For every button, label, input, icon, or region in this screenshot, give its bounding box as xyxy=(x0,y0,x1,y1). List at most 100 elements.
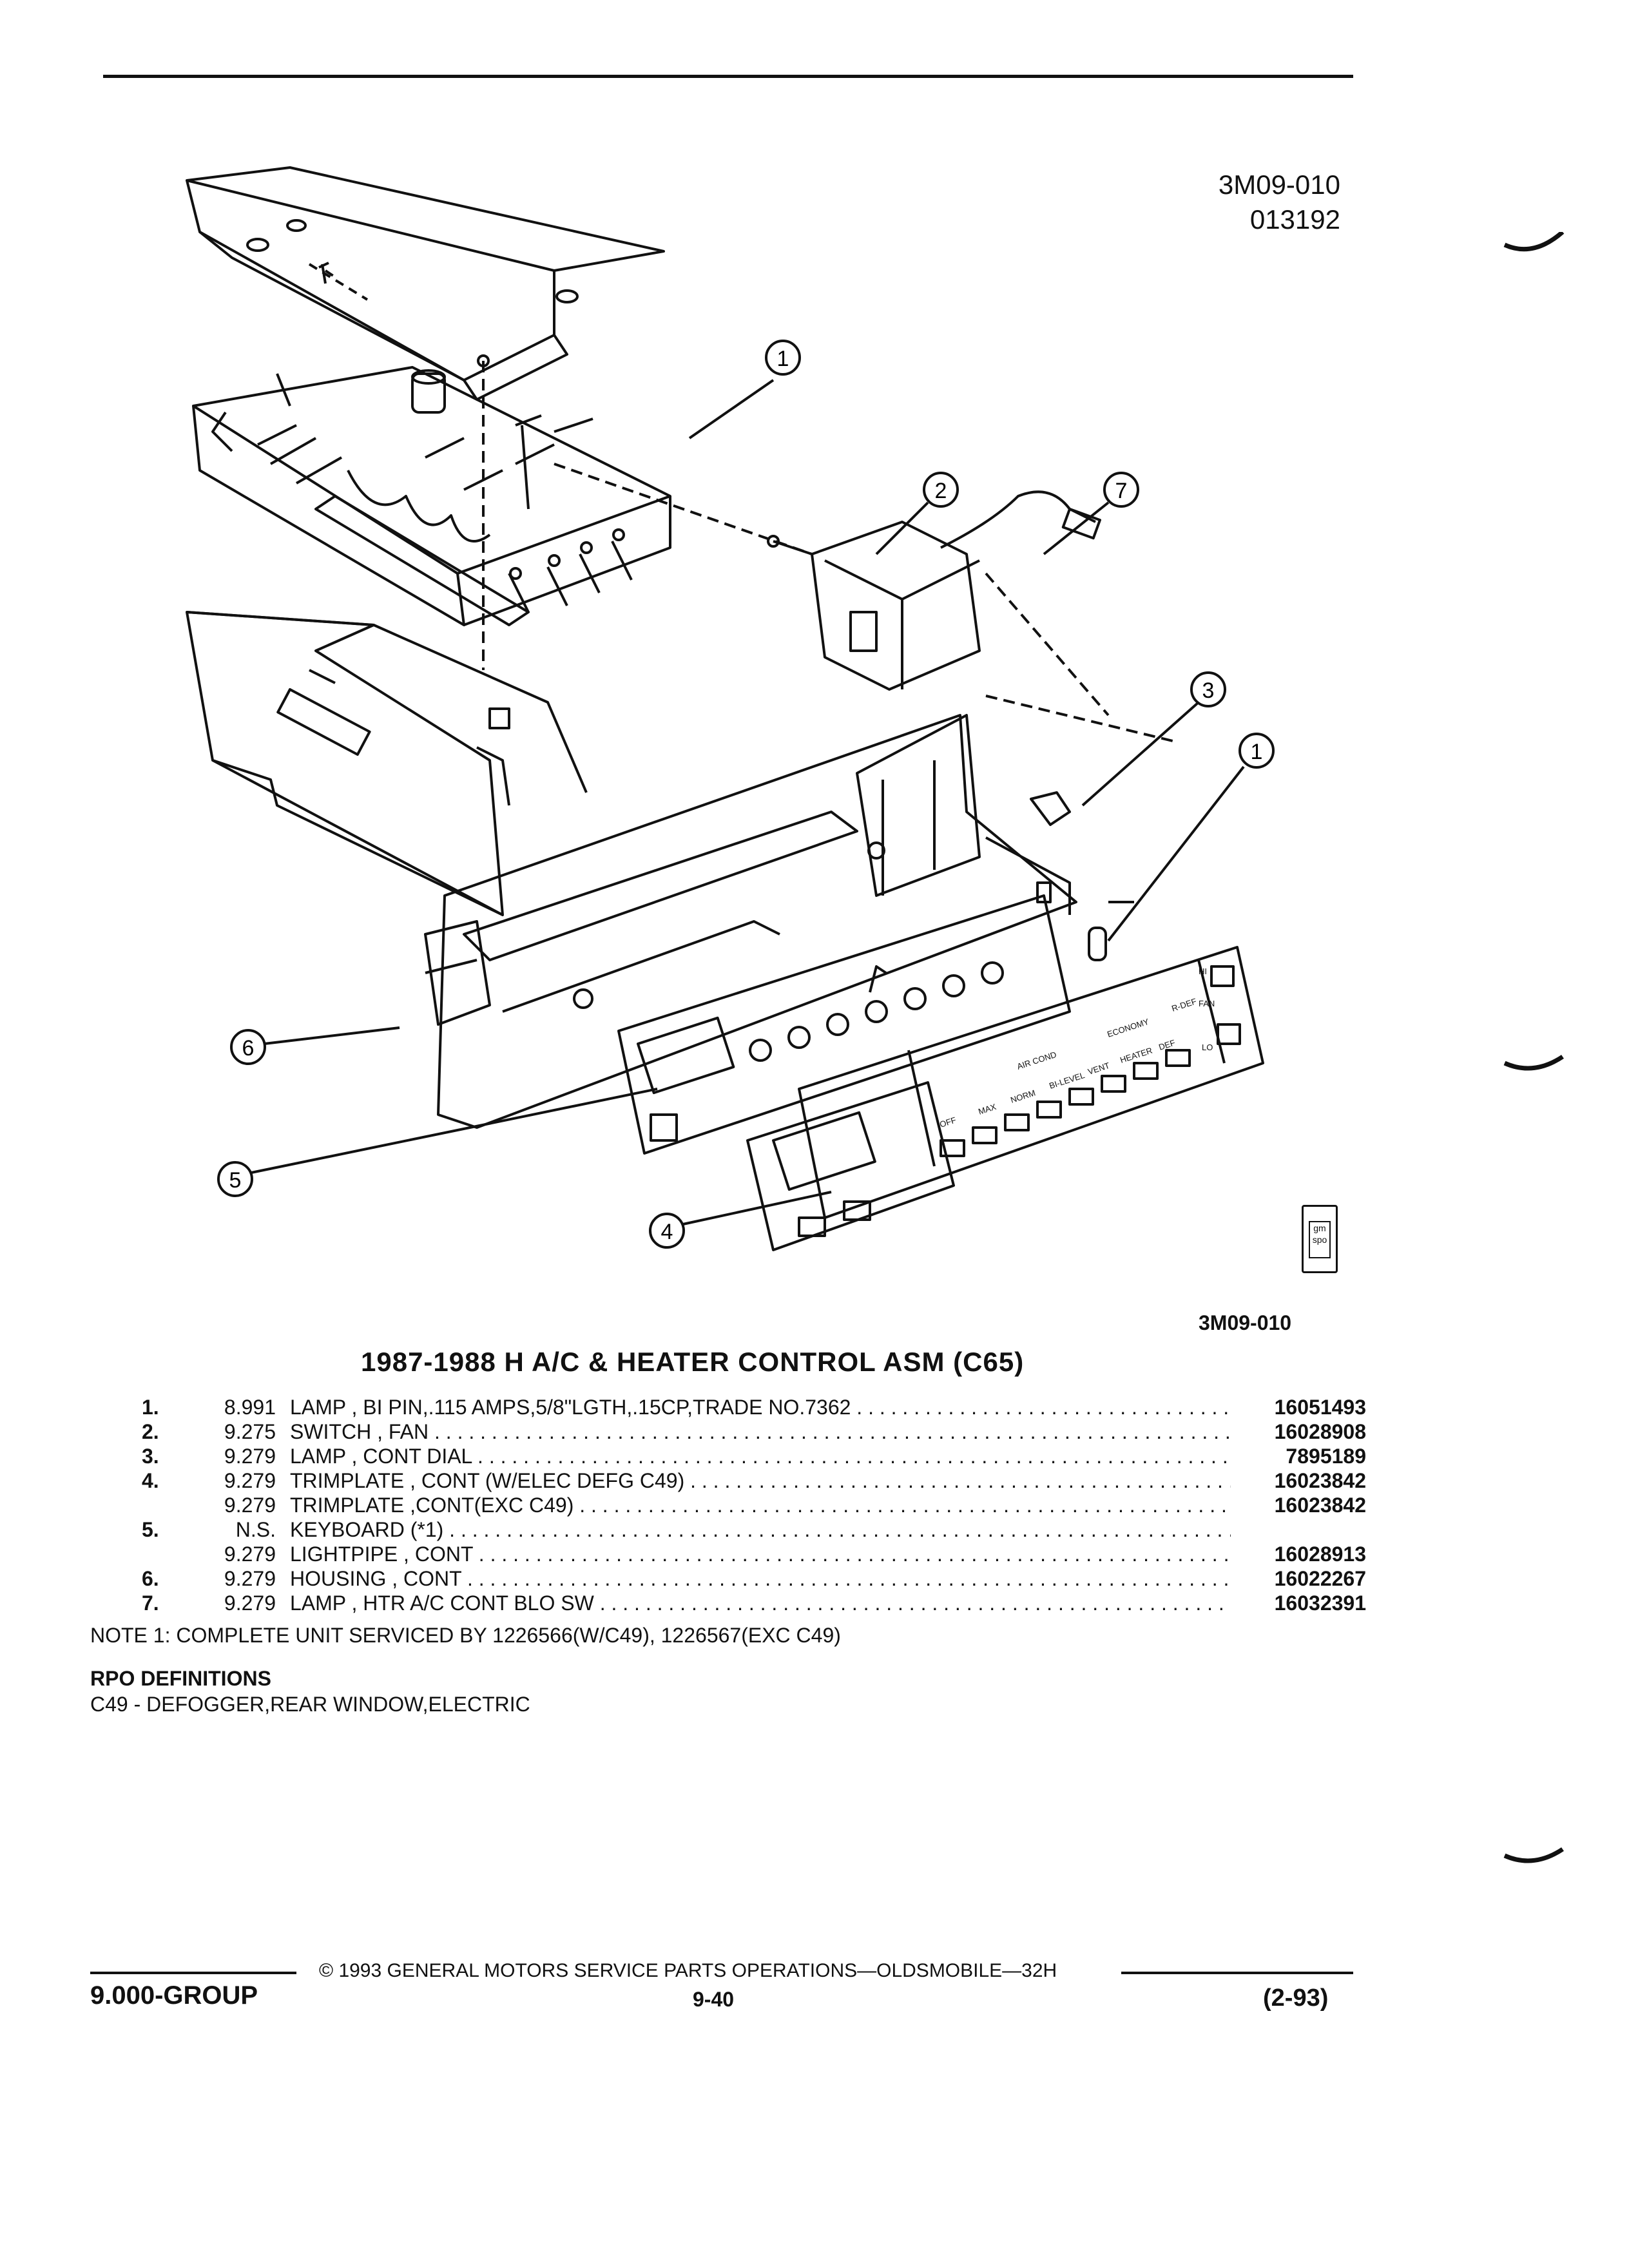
figure-code-bottom: 3M09-010 xyxy=(1199,1311,1292,1334)
callout-1-top: 1 xyxy=(765,340,801,376)
part-description: LIGHTPIPE , CONT xyxy=(290,1542,1231,1566)
svg-text:5: 5 xyxy=(229,1168,242,1193)
exploded-parts-diagram: 1 2 7 3 1 6 5 4 OFF MAX NORM BI-LEVEL VE… xyxy=(186,166,1275,1251)
svg-text:NORM: NORM xyxy=(1009,1088,1036,1105)
svg-text:7: 7 xyxy=(1115,479,1128,503)
lamp-socket-wire xyxy=(940,490,1101,549)
callout-3: 3 xyxy=(1190,671,1226,707)
parts-row: 4. 9.279 TRIMPLATE , CONT (W/ELEC DEFG C49… xyxy=(142,1468,1366,1493)
part-number: 16028913 xyxy=(1274,1542,1366,1566)
part-number: 16023842 xyxy=(1274,1494,1366,1517)
group-number: 9.279 xyxy=(224,1542,276,1566)
part-number xyxy=(1231,1517,1366,1542)
part-number: 16023842 xyxy=(1274,1469,1366,1492)
svg-text:1: 1 xyxy=(1251,740,1263,764)
item-number: 1. xyxy=(142,1396,159,1419)
part-number: 16028908 xyxy=(1274,1420,1366,1443)
display-lens-plate xyxy=(746,1081,955,1251)
svg-text:OFF: OFF xyxy=(938,1115,957,1129)
footer-rule-right xyxy=(1121,1972,1353,1974)
footer-group: 9.000-GROUP xyxy=(90,1981,258,2010)
footer-revision: (2-93) xyxy=(1263,1984,1329,2012)
item-number xyxy=(142,1493,206,1517)
part-description: KEYBOARD (*1) xyxy=(290,1517,1231,1542)
figure-code-block: 3M09-010 013192 xyxy=(1134,168,1340,237)
svg-text:MAX: MAX xyxy=(977,1102,998,1117)
part-description: LAMP , HTR A/C CONT BLO SW xyxy=(290,1591,1231,1615)
svg-text:R-DEF: R-DEF xyxy=(1170,996,1197,1014)
svg-text:ECONOMY: ECONOMY xyxy=(1106,1017,1150,1039)
rpo-definition: C49 - DEFOGGER,REAR WINDOW,ELECTRIC xyxy=(90,1693,530,1716)
circuit-board xyxy=(192,366,671,626)
parts-row: 9.279 TRIMPLATE ,CONT(EXC C49) 16023842 xyxy=(142,1493,1366,1517)
note: NOTE 1: COMPLETE UNIT SERVICED BY 122656… xyxy=(90,1624,841,1647)
parts-row: 3. 9.279 LAMP , CONT DIAL 7895189 xyxy=(142,1444,1366,1468)
part-description: HOUSING , CONT xyxy=(290,1566,1231,1591)
group-number: N.S. xyxy=(235,1518,276,1541)
item-number: 6. xyxy=(142,1567,159,1590)
parts-list: 1. 8.991 LAMP , BI PIN,.115 AMPS,5/8"LGTH,… xyxy=(142,1395,1366,1615)
item-number: 7. xyxy=(142,1591,159,1615)
footer-copyright: © 1993 GENERAL MOTORS SERVICE PARTS OPER… xyxy=(319,1960,1057,1981)
top-rule xyxy=(103,75,1353,78)
item-number: 2. xyxy=(142,1420,159,1443)
footer-page: 9-40 xyxy=(693,1988,735,2011)
footer-rule-left xyxy=(90,1972,296,1974)
group-number: 9.279 xyxy=(224,1494,276,1517)
gm-spo-logo: gm spo xyxy=(1302,1205,1338,1273)
fan-switch xyxy=(767,521,981,691)
item-number: 5. xyxy=(142,1518,159,1541)
callout-5: 5 xyxy=(217,1161,253,1197)
parts-row: 6. 9.279 HOUSING , CONT 16022267 xyxy=(142,1566,1366,1591)
parts-row: 7. 9.279 LAMP , HTR A/C CONT BLO SW 1603239… xyxy=(142,1591,1366,1615)
callouts: 1 2 7 3 1 6 5 4 xyxy=(217,340,1275,1249)
keyboard xyxy=(617,894,1071,1155)
callout-7: 7 xyxy=(1103,472,1139,508)
parts-row: 5. N.S. KEYBOARD (*1) xyxy=(142,1517,1366,1542)
front-housing xyxy=(424,714,1077,1129)
scan-marks xyxy=(1503,232,1565,1863)
svg-text:1: 1 xyxy=(777,347,789,371)
parts-row: 1. 8.991 LAMP , BI PIN,.115 AMPS,5/8"LGTH,… xyxy=(142,1395,1366,1419)
svg-text:HI: HI xyxy=(1199,966,1207,976)
item-number: 3. xyxy=(142,1445,159,1468)
group-number: 9.279 xyxy=(224,1469,276,1492)
part-number: 16051493 xyxy=(1274,1396,1366,1419)
part-number: 7895189 xyxy=(1286,1445,1366,1468)
part-number: 16022267 xyxy=(1274,1567,1366,1590)
svg-text:LO: LO xyxy=(1202,1043,1213,1052)
callout-2: 2 xyxy=(923,472,959,508)
rpo-heading: RPO DEFINITIONS xyxy=(90,1667,271,1690)
section-title: 1987-1988 H A/C & HEATER CONTROL ASM (C6… xyxy=(361,1347,1025,1377)
part-description: TRIMPLATE , CONT (W/ELEC DEFG C49) xyxy=(290,1468,1231,1493)
screws xyxy=(309,262,542,684)
group-number: 9.279 xyxy=(224,1591,276,1615)
dial-lamp xyxy=(985,695,1173,826)
group-number: 9.279 xyxy=(224,1567,276,1590)
housing-box xyxy=(186,611,588,916)
svg-text:FAN: FAN xyxy=(1199,999,1215,1008)
svg-text:4: 4 xyxy=(661,1220,673,1244)
part-description: LAMP , CONT DIAL xyxy=(290,1444,1231,1468)
group-number: 9.279 xyxy=(224,1445,276,1468)
part-number: 16032391 xyxy=(1274,1591,1366,1615)
group-number: 8.991 xyxy=(224,1396,276,1419)
part-description: SWITCH , FAN xyxy=(290,1419,1231,1444)
rpo-definitions: RPO DEFINITIONS C49 - DEFOGGER,REAR WIND… xyxy=(90,1666,530,1717)
part-description: LAMP , BI PIN,.115 AMPS,5/8"LGTH,.15CP,T… xyxy=(290,1395,1231,1419)
callout-1-lower: 1 xyxy=(1239,733,1275,769)
item-number: 4. xyxy=(142,1469,159,1492)
figure-date: 013192 xyxy=(1249,204,1340,235)
top-cover-plate xyxy=(186,166,665,401)
trimplate xyxy=(798,946,1264,1219)
parts-row: 9.279 LIGHTPIPE , CONT 16028913 xyxy=(142,1542,1366,1566)
item-number xyxy=(142,1542,206,1566)
part-description: TRIMPLATE ,CONT(EXC C49) xyxy=(290,1493,1231,1517)
callout-4: 4 xyxy=(649,1213,685,1249)
svg-text:3: 3 xyxy=(1202,678,1215,703)
svg-text:AIR COND: AIR COND xyxy=(1016,1050,1057,1072)
svg-text:2: 2 xyxy=(935,479,947,503)
svg-text:6: 6 xyxy=(242,1036,255,1061)
callout-6: 6 xyxy=(230,1029,266,1065)
